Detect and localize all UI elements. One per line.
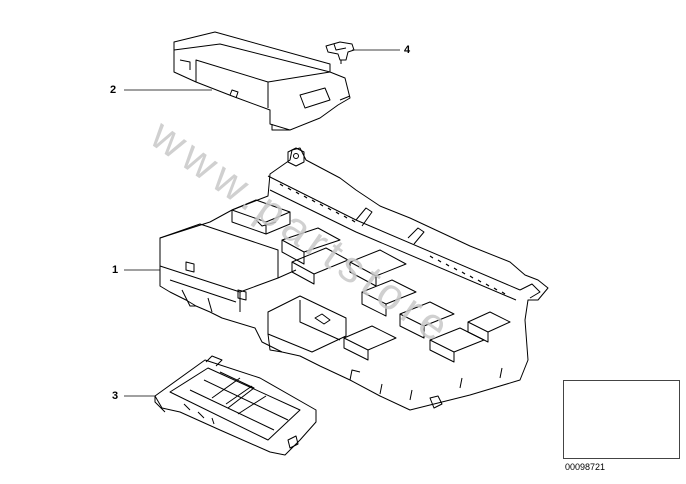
callout-3: 3 — [112, 390, 119, 402]
callout-2: 2 — [110, 84, 117, 96]
control-module-part — [173, 31, 351, 131]
vehicle-thumbnail-frame — [563, 380, 680, 459]
cover-tray-part — [154, 355, 317, 456]
callout-4: 4 — [404, 44, 411, 56]
leader-lines — [124, 49, 400, 397]
fuse-box-part — [159, 147, 549, 411]
callout-1: 1 — [112, 264, 119, 276]
reference-code: 00098721 — [565, 462, 606, 472]
clip-part — [325, 41, 355, 64]
